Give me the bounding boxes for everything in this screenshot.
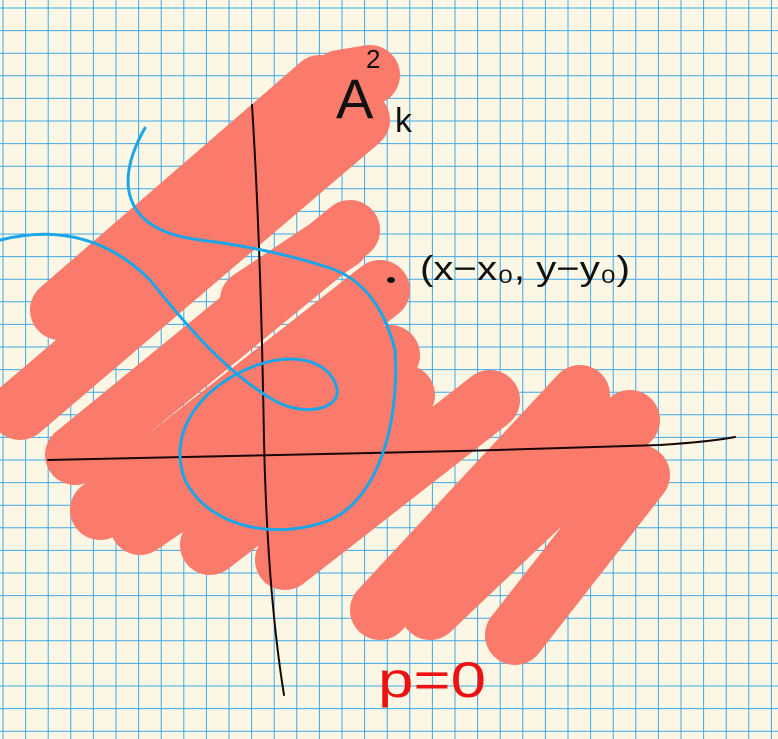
scribble-region [0, 45, 670, 665]
scribble-stroke [0, 90, 390, 440]
space-label: A [336, 67, 374, 130]
scribble-stroke [220, 210, 370, 330]
axes [47, 104, 736, 696]
scribble-stroke [180, 365, 435, 575]
scribble-stroke [30, 55, 350, 340]
space-subscript: k [395, 102, 413, 140]
point-label: (x−x₀, y−y₀) [420, 250, 630, 288]
scribble-stroke [310, 45, 400, 110]
x-axis [47, 436, 736, 461]
scribble-stroke [255, 370, 520, 590]
scribble-stroke [400, 390, 660, 640]
point-marker [387, 277, 395, 283]
scribble-stroke [350, 365, 610, 640]
equation-label: p=0 [378, 652, 486, 708]
scribble-stroke [70, 260, 410, 540]
curve-line [0, 126, 398, 532]
scribble-stroke [485, 445, 670, 665]
nodal-curve [0, 126, 398, 532]
y-axis [251, 104, 285, 696]
space-superscript: 2 [366, 44, 380, 74]
